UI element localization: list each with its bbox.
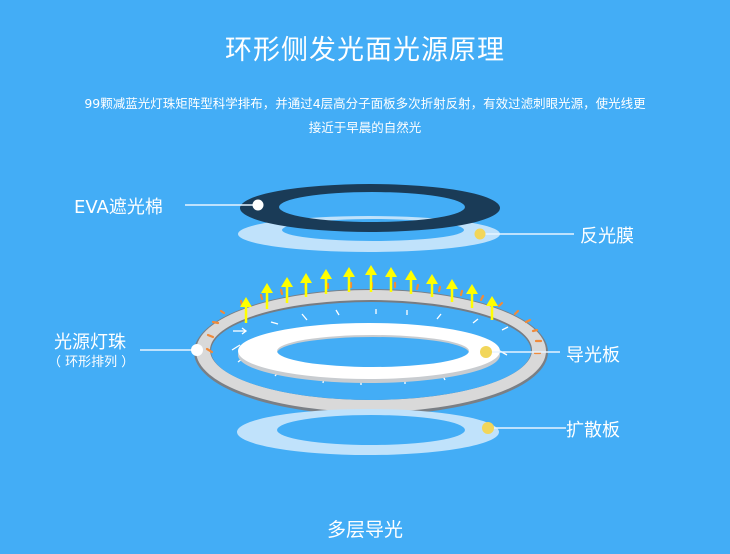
label-eva: EVA遮光棉 (74, 197, 163, 218)
light-guide-ring (238, 323, 500, 383)
light-up-arrows (240, 265, 498, 323)
diffuser-ring (237, 408, 499, 456)
reflective-film-ring (238, 216, 500, 252)
label-reflective-film: 反光膜 (580, 226, 634, 247)
light-guide-marker (480, 346, 492, 358)
reflective-film-marker (474, 228, 486, 240)
page-title: 环形侧发光面光源原理 (225, 35, 505, 66)
label-diffuser: 扩散板 (566, 420, 620, 441)
led-marker (191, 344, 203, 356)
eva-foam-ring (238, 183, 500, 252)
eva-marker (252, 199, 264, 211)
led-ring (194, 265, 548, 415)
footer-caption: 多层导光 (326, 519, 403, 541)
label-led: 光源灯珠 (54, 332, 126, 353)
description: 99颗减蓝光灯珠矩阵型科学排布，并通过4层高分子面板多次折射反射，有效过滤刺眼光… (70, 92, 660, 140)
description-line-2: 接近于早晨的自然光 (308, 120, 422, 135)
description-line-1: 99颗减蓝光灯珠矩阵型科学排布，并通过4层高分子面板多次折射反射，有效过滤刺眼光… (84, 96, 646, 111)
label-led-sub: （ 环形排列 ） (48, 355, 135, 370)
label-light-guide: 导光板 (566, 345, 620, 366)
diffuser-marker (482, 422, 494, 434)
